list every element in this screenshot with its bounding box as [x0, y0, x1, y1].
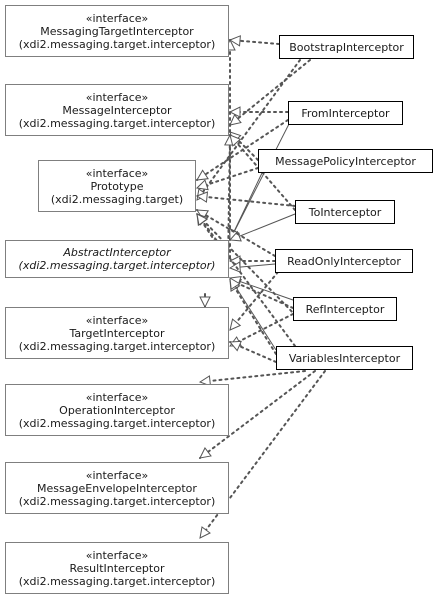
abstract-class-package: (xdi2.messaging.target.interceptor)	[18, 259, 216, 272]
abstract-class-name: AbstractInterceptor	[63, 246, 171, 259]
interface-name: TargetInterceptor	[69, 326, 165, 340]
stereotype-label: «interface»	[85, 390, 149, 404]
realization-edge	[199, 370, 306, 383]
interface-message-envelope-interceptor: «interface» MessageEnvelopeInterceptor (…	[5, 462, 229, 514]
interface-messaging-target-interceptor: «interface» MessagingTargetInterceptor (…	[5, 5, 229, 57]
realization-arrowhead	[199, 296, 211, 309]
stereotype-label: «interface»	[85, 313, 149, 327]
realization-arrowhead	[196, 169, 209, 181]
class-name: ToInterceptor	[308, 205, 382, 219]
realization-edge	[196, 213, 296, 347]
realization-edge	[196, 195, 296, 207]
realization-arrowhead	[228, 106, 241, 118]
interface-name: OperationInterceptor	[59, 403, 175, 417]
generalization-edge	[229, 277, 277, 351]
interface-package: (xdi2.messaging.target.interceptor)	[18, 339, 216, 353]
realization-arrowhead	[195, 191, 209, 203]
realization-edge	[199, 370, 316, 459]
class-name: ReadOnlyInterceptor	[287, 254, 401, 268]
stereotype-label: «interface»	[85, 11, 149, 25]
generalization-edge	[229, 277, 294, 301]
interface-package: (xdi2.messaging.target.interceptor)	[18, 116, 216, 130]
class-message-policy-interceptor: MessagePolicyInterceptor	[258, 149, 433, 173]
realization-arrowhead	[199, 526, 211, 539]
interface-name: MessageEnvelopeInterceptor	[37, 481, 197, 495]
interface-name: ResultInterceptor	[69, 561, 165, 575]
class-name: BootstrapInterceptor	[289, 40, 404, 54]
class-name: RefInterceptor	[305, 302, 385, 316]
interface-name: Prototype	[90, 179, 144, 193]
realization-arrowhead	[229, 134, 242, 147]
class-variables-interceptor: VariablesInterceptor	[276, 346, 413, 370]
class-read-only-interceptor: ReadOnlyInterceptor	[275, 249, 413, 273]
stereotype-label: «interface»	[85, 548, 149, 562]
abstract-class-abstract-interceptor: AbstractInterceptor (xdi2.messaging.targ…	[5, 240, 229, 278]
generalization-arrowhead	[229, 277, 241, 290]
stereotype-label: «interface»	[85, 90, 149, 104]
realization-edge	[196, 213, 301, 321]
interface-package: (xdi2.messaging.target.interceptor)	[18, 574, 216, 588]
generalization-edge	[229, 121, 291, 241]
realization-arrowhead	[229, 318, 242, 331]
interface-name: MessageInterceptor	[62, 103, 172, 117]
interface-prototype: «interface» Prototype (xdi2.messaging.ta…	[38, 160, 196, 212]
stereotype-label: «interface»	[85, 468, 149, 482]
realization-edge	[229, 59, 311, 126]
interface-message-interceptor: «interface» MessageInterceptor (xdi2.mes…	[5, 84, 229, 136]
realization-arrowhead	[196, 213, 208, 226]
class-from-interceptor: FromInterceptor	[288, 101, 403, 125]
class-ref-interceptor: RefInterceptor	[293, 297, 397, 321]
realization-edge	[196, 59, 301, 201]
realization-arrowhead	[199, 447, 212, 459]
realization-edge	[229, 271, 279, 331]
realization-arrowhead	[228, 35, 241, 47]
interface-operation-interceptor: «interface» OperationInterceptor (xdi2.m…	[5, 384, 229, 436]
class-to-interceptor: ToInterceptor	[295, 200, 395, 224]
generalization-arrowhead	[228, 230, 242, 242]
stereotype-label: «interface»	[85, 166, 149, 180]
interface-result-interceptor: «interface» ResultInterceptor (xdi2.mess…	[5, 542, 229, 594]
interface-package: (xdi2.messaging.target.interceptor)	[18, 37, 216, 51]
realization-arrowhead	[198, 375, 212, 387]
class-name: MessagePolicyInterceptor	[275, 154, 416, 168]
realization-edge	[229, 39, 280, 45]
realization-arrowhead	[228, 340, 242, 352]
interface-package: (xdi2.messaging.target.interceptor)	[18, 416, 216, 430]
realization-arrowhead	[195, 179, 209, 191]
realization-edge	[229, 279, 277, 355]
realization-edge	[196, 167, 259, 189]
interface-package: (xdi2.messaging.target)	[50, 192, 184, 206]
interface-package: (xdi2.messaging.target.interceptor)	[18, 494, 216, 508]
generalization-edge	[229, 172, 263, 241]
class-name: VariablesInterceptor	[288, 351, 401, 365]
realization-arrowhead	[229, 113, 242, 126]
realization-edge	[229, 313, 294, 347]
class-name: FromInterceptor	[301, 106, 390, 120]
class-bootstrap-interceptor: BootstrapInterceptor	[279, 35, 414, 59]
interface-target-interceptor: «interface» TargetInterceptor (xdi2.mess…	[5, 307, 229, 359]
interface-name: MessagingTargetInterceptor	[40, 24, 194, 38]
generalization-edge	[229, 213, 296, 241]
